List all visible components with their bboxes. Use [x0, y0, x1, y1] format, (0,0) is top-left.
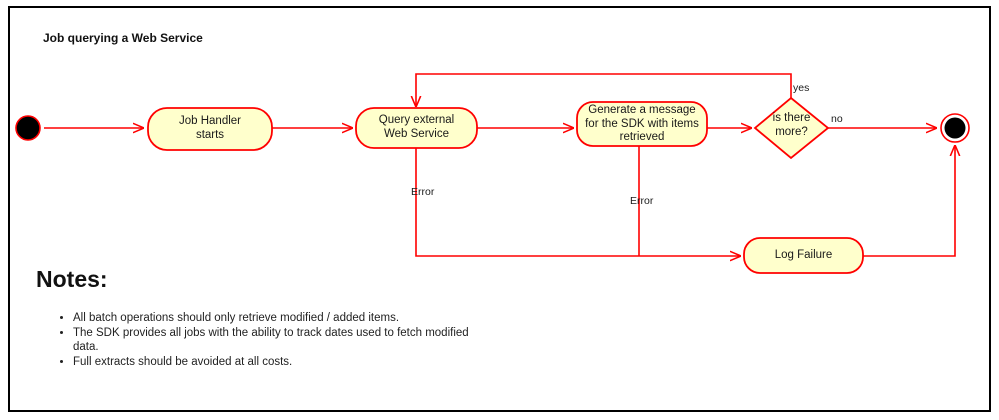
edge-label-yes: yes	[793, 82, 810, 94]
notes-list-item: Full extracts should be avoided at all c…	[73, 355, 493, 370]
notes-list: All batch operations should only retriev…	[55, 311, 493, 369]
node-job-handler-starts	[147, 107, 273, 151]
node-generate-message	[576, 101, 708, 147]
edge-log-failure-to-end	[863, 146, 955, 257]
node-is-there-more	[753, 96, 830, 160]
edge-label-error-query: Error	[411, 186, 435, 198]
edge-label-error-generate: Error	[630, 195, 654, 207]
edge-decision-yes-loop	[416, 73, 792, 106]
node-end	[940, 113, 970, 143]
notes-heading: Notes:	[36, 266, 108, 292]
notes-list-item: The SDK provides all jobs with the abili…	[73, 326, 493, 355]
notes-list-item: All batch operations should only retriev…	[73, 311, 493, 326]
diagram-title: Job querying a Web Service	[43, 31, 203, 45]
edge-label-no: no	[831, 113, 843, 125]
edge-query-error-to-log-failure	[415, 148, 740, 256]
node-start	[15, 115, 41, 141]
node-query-external-web-service	[355, 107, 478, 149]
node-log-failure	[743, 237, 864, 274]
